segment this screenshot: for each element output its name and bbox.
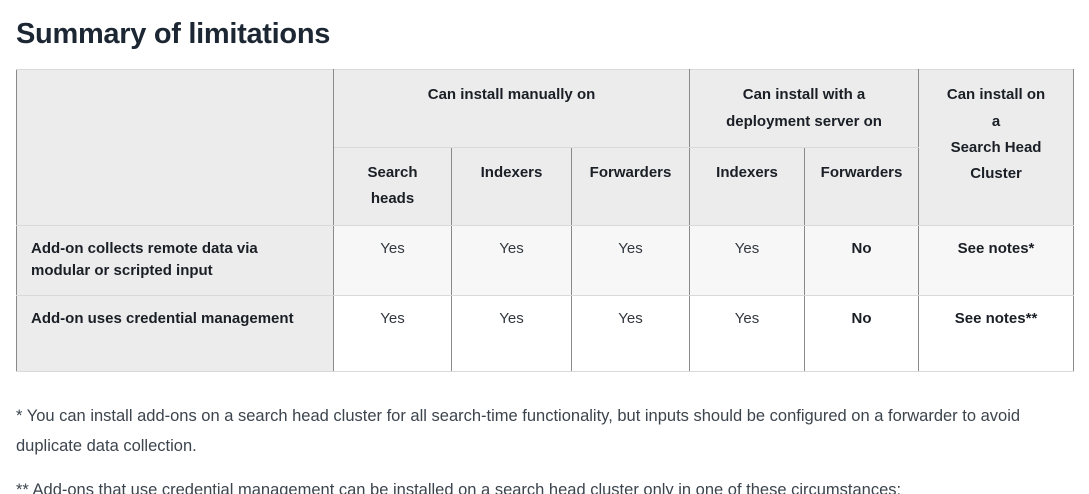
header-group-deployment-server: Can install with a deployment server on [689, 69, 920, 148]
table-cell: Yes [570, 294, 691, 372]
corner-header-cell [16, 69, 334, 226]
footnote-credential-management: ** Add-ons that use credential managemen… [16, 481, 902, 494]
table-cell: No [804, 224, 920, 296]
header-sub-row: Search heads Indexers Forwarders Indexer… [17, 146, 1074, 226]
header-group-install-manually: Can install manually on [332, 69, 691, 148]
footnote-search-head-cluster: * You can install add-ons on a search he… [16, 406, 1021, 455]
table-cell: Yes [689, 224, 806, 296]
table-header: Can install manually on Can install with… [16, 69, 1075, 226]
table-cell: Yes [570, 224, 691, 296]
row-label: Add-on uses credential management [16, 294, 334, 372]
table-cell: Yes [689, 294, 806, 372]
header-indexers-manual: Indexers [451, 146, 572, 226]
row-label: Add-on collects remote data via modular … [16, 224, 334, 296]
page-title: Summary of limitations [16, 18, 331, 50]
header-forwarders-deployment: Forwarders [804, 146, 920, 226]
header-forwarders-manual: Forwarders [570, 146, 691, 226]
table-row-modular-input: Add-on collects remote data via modular … [16, 224, 1075, 296]
table-cell: Yes [333, 294, 452, 372]
limitations-table: Can install manually on Can install with… [16, 69, 1075, 372]
table-cell: Yes [451, 224, 572, 296]
header-search-head-cluster: Can install on a Search Head Cluster [918, 69, 1075, 226]
header-group-row: Can install manually on Can install with… [16, 69, 1075, 226]
table-body: Add-on collects remote data via modular … [16, 224, 1075, 372]
header-search-heads: Search heads [333, 146, 452, 226]
table-cell: See notes* [918, 224, 1075, 296]
table-cell: Yes [333, 224, 452, 296]
header-indexers-deployment: Indexers [689, 146, 806, 226]
table-cell: Yes [451, 294, 572, 372]
table-cell: See notes** [918, 294, 1075, 372]
table-row-credential-management: Add-on uses credential management Yes Ye… [16, 294, 1075, 372]
table-cell: No [804, 294, 920, 372]
